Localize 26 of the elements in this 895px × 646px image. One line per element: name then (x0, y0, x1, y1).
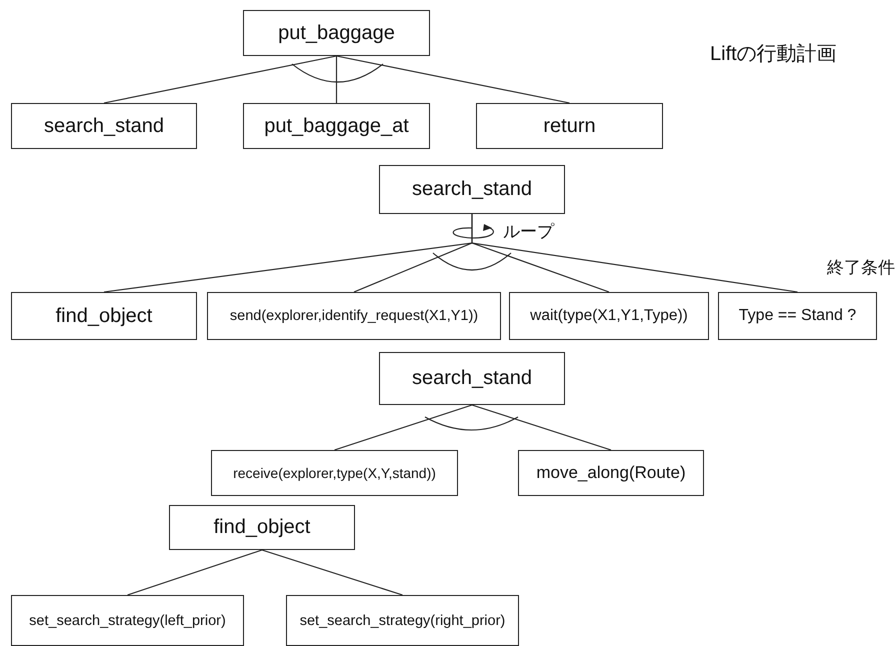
title: Liftの行動計画 (710, 42, 837, 67)
goal-box: search_stand (379, 352, 565, 405)
goal-box: Type == Stand ? (718, 292, 877, 340)
tree-line (336, 56, 338, 103)
condition-label: 終了条件 (827, 257, 895, 279)
goal-box: search_stand (11, 103, 197, 149)
goal-box: move_along(Route) (518, 450, 704, 496)
goal-box: wait(type(X1,Y1,Type)) (509, 292, 709, 340)
goal-box: send(explorer,identify_request(X1,Y1)) (207, 292, 501, 340)
tree-line (334, 404, 472, 451)
goal-box: put_baggage_at (243, 103, 430, 149)
goal-box: set_search_strategy(left_prior) (11, 595, 244, 646)
goal-box: receive(explorer,type(X,Y,stand)) (211, 450, 458, 496)
tree-line (127, 549, 262, 596)
goal-box: find_object (11, 292, 197, 340)
goal-box: put_baggage (243, 10, 430, 56)
tree-line (262, 549, 403, 596)
tree-line (471, 214, 798, 293)
goal-box: search_stand (379, 165, 565, 214)
tree-line (336, 55, 570, 104)
goal-box: return (476, 103, 663, 149)
goal-box: find_object (169, 505, 355, 550)
tree-line (472, 404, 612, 451)
goal-box: set_search_strategy(right_prior) (286, 595, 519, 646)
loop-label: ループ (503, 221, 554, 243)
tree-line (104, 55, 337, 104)
